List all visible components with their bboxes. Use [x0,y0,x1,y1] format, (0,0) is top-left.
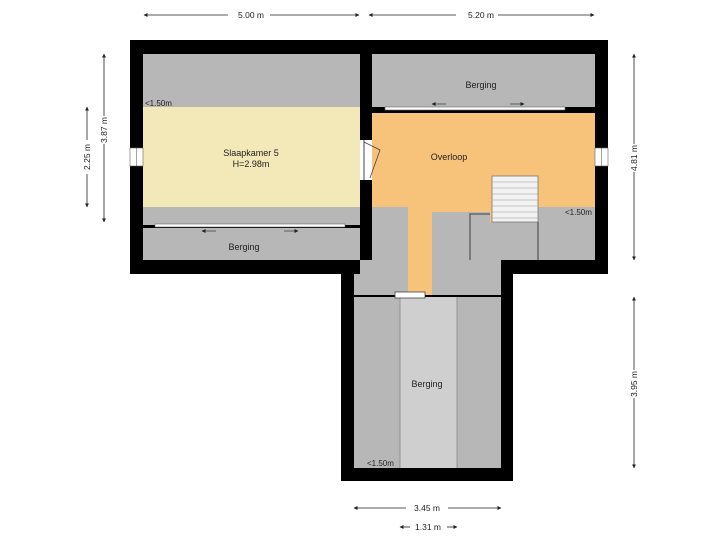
note-right-mid: <1.50m [565,208,592,217]
dim-top-left: 5.00 m [238,10,264,20]
staircase [491,175,539,223]
interior [143,54,595,468]
berging-top-room [372,54,595,110]
dim-top-right: 5.20 m [468,10,494,20]
berging-top-label: Berging [465,80,496,90]
sliding-door-left [154,223,346,233]
dimension-lines [85,13,636,529]
windows [129,147,609,167]
berging-bottom-label: Berging [411,379,442,389]
sliding-door-top [384,102,566,111]
berging-left-room [143,228,360,260]
berging-left-top-strip [143,54,360,107]
slaapkamer-label: Slaapkamer 5 [223,148,279,158]
berging-bottom-right [457,297,501,468]
slaapkamer-floor [143,107,360,207]
railing [469,213,490,260]
dim-right-upper: 4.81 m [629,145,639,171]
bedroom-door [360,140,381,180]
dim-bottom-outer: 3.45 m [414,503,440,513]
note-left-top: <1.50m [145,99,172,108]
berging-left-label: Berging [228,242,259,252]
dim-left-inner: 2.25 m [82,144,92,170]
berging-bottom-center [400,297,457,468]
berging-left-mid-strip [143,207,360,225]
dim-bottom-inner: 1.31 m [415,522,441,532]
note-bottom-left: <1.50m [367,459,394,468]
berging-bottom-left [354,297,400,468]
overloop-floor [372,113,595,295]
slaapkamer-height-label: H=2.98m [233,159,270,169]
dim-left-outer: 3.87 m [99,117,109,143]
bottom-door [394,291,426,299]
overloop-label: Overloop [431,152,468,162]
dim-right-lower: 3.95 m [629,371,639,397]
